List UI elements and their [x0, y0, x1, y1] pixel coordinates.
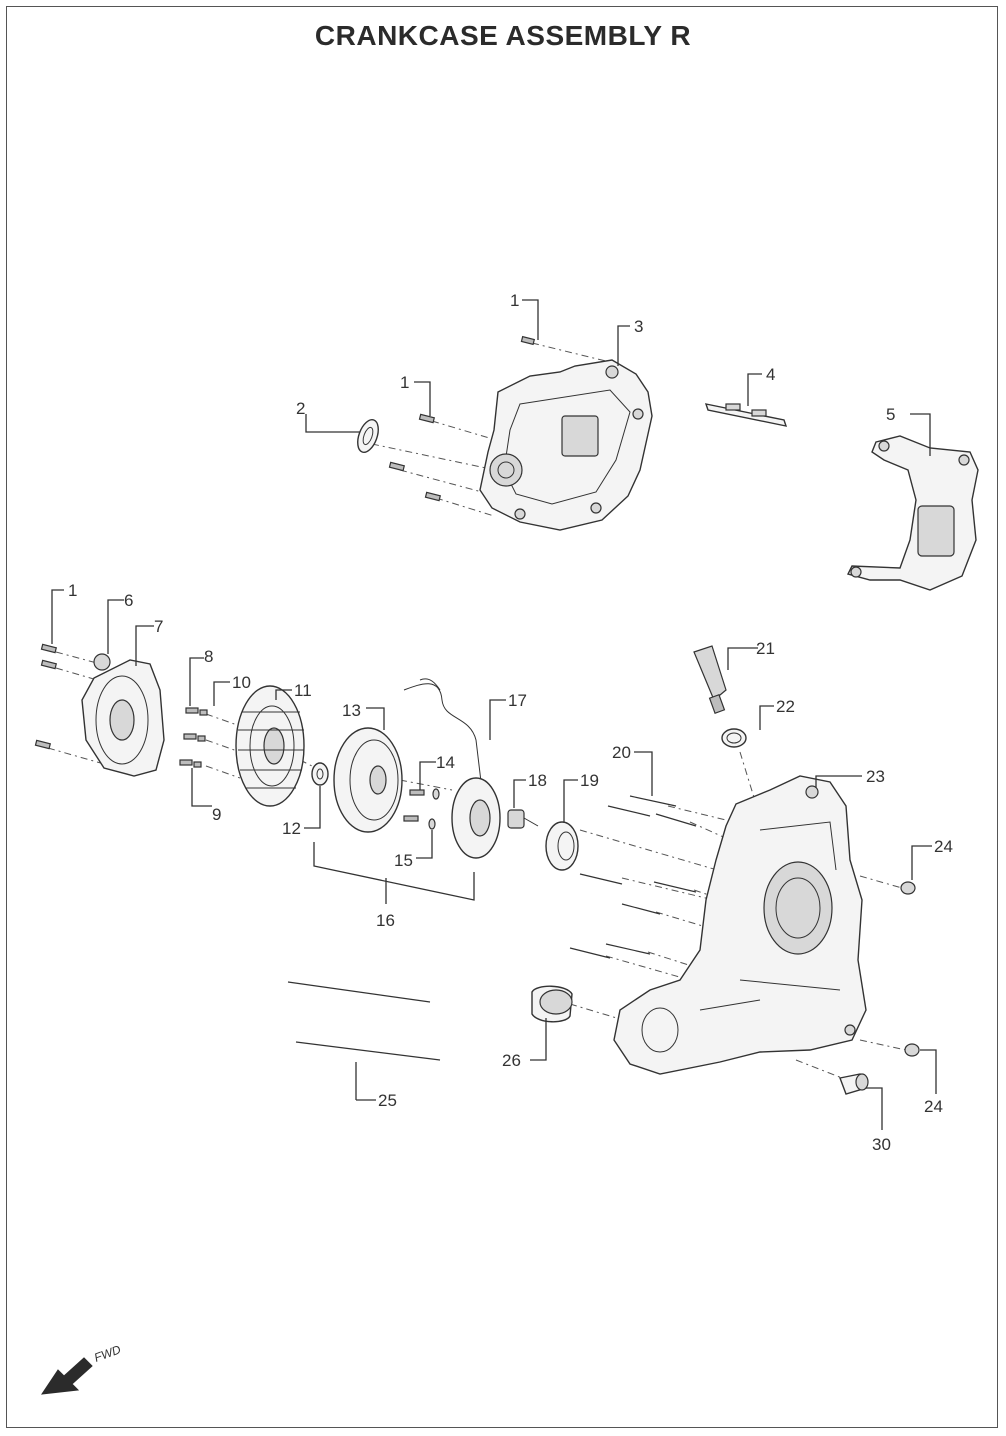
gasket-part-4: [704, 403, 788, 427]
bolts-part-1-top: [388, 335, 536, 502]
bolts-part-1-left: [34, 643, 58, 750]
flywheel-part-13: [333, 727, 403, 833]
diagram-frame: [6, 6, 998, 1428]
bolts-part-20: [569, 795, 697, 959]
callout-26: 26: [502, 1051, 521, 1070]
callout-13: 13: [342, 701, 361, 720]
callout-3: 3: [634, 317, 643, 336]
callout-14: 14: [436, 753, 455, 772]
dowel-part-30: [839, 1073, 869, 1095]
callout-15: 15: [394, 851, 413, 870]
callout-5: 5: [886, 405, 895, 424]
callout-1: 1: [400, 373, 409, 392]
callout-2: 2: [296, 399, 305, 418]
callout-7: 7: [154, 617, 163, 636]
sensor-part-21: [693, 645, 727, 714]
crankcase-cover-part-3: [479, 359, 653, 531]
callout-4: 4: [766, 365, 775, 384]
o-ring-part-22: [721, 728, 747, 748]
callout-12: 12: [282, 819, 301, 838]
callout-16: 16: [376, 911, 395, 930]
dowel-pin-part-24-lower: [904, 1043, 920, 1057]
fan-cover-part-7: [81, 653, 165, 777]
callout-10: 10: [232, 673, 251, 692]
crankcase-part-23: [613, 775, 867, 1075]
callout-9: 9: [212, 805, 221, 824]
forward-arrow-icon: [40, 1357, 93, 1395]
callout-18: 18: [528, 771, 547, 790]
callout-17: 17: [508, 691, 527, 710]
pulser-part-18: [507, 809, 539, 829]
callout-23: 23: [866, 767, 885, 786]
callout-numbers: 1 1 1 2 3 4 5 6 7 8 9 10 11 12 13 14 15 …: [68, 291, 953, 1154]
diagram-title: CRANKCASE ASSEMBLY R: [314, 20, 692, 51]
callout-8: 8: [204, 647, 213, 666]
leader-lines: [51, 299, 937, 1130]
callout-24: 24: [934, 837, 953, 856]
callout-11: 11: [294, 681, 312, 700]
screws-part-8-9-10: [179, 707, 208, 768]
callout-1: 1: [510, 291, 519, 310]
bracket-part-5: [846, 435, 979, 591]
nut-part-12: [311, 762, 329, 786]
callout-19: 19: [580, 771, 599, 790]
cooling-fan-part-11: [235, 685, 305, 807]
oil-seal-part-19: [545, 821, 579, 871]
callout-1: 1: [68, 581, 77, 600]
studs-part-25: [287, 981, 441, 1061]
bushing-part-26: [531, 985, 573, 1023]
callout-30: 30: [872, 1135, 891, 1154]
forward-label: FWD: [92, 1342, 123, 1365]
callout-25: 25: [378, 1091, 397, 1110]
bolts-part-14-15: [403, 788, 440, 830]
dowel-pin-part-24-upper: [900, 881, 916, 895]
forward-arrow: FWD: [40, 1342, 123, 1395]
stator-part-17: [403, 678, 501, 859]
oil-seal-part-2: [357, 419, 379, 453]
callout-6: 6: [124, 591, 133, 610]
callout-20: 20: [612, 743, 631, 762]
callout-22: 22: [776, 697, 795, 716]
callout-24: 24: [924, 1097, 943, 1116]
callout-21: 21: [756, 639, 775, 658]
